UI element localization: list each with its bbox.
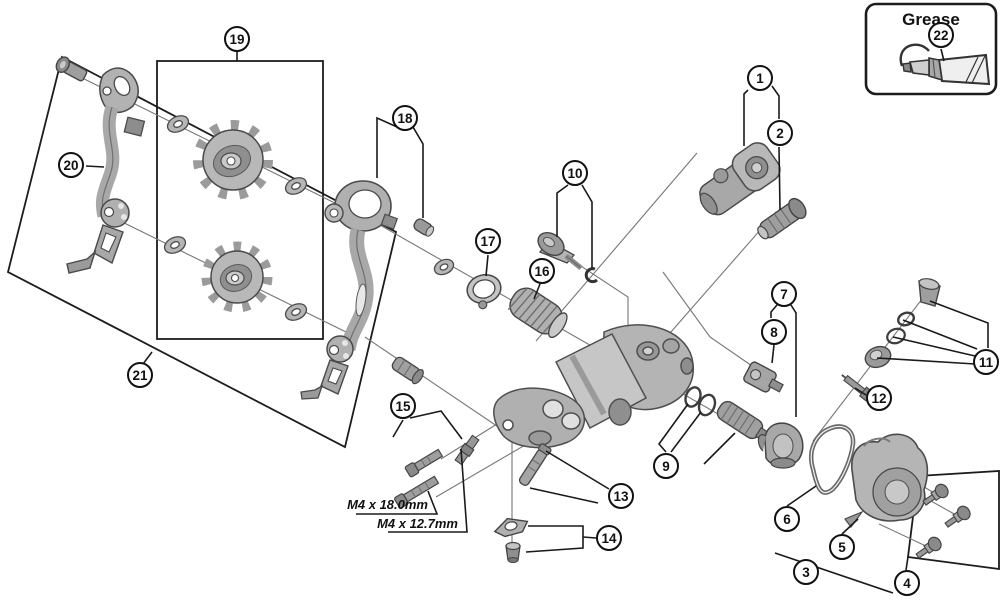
cover-screws [915, 483, 971, 559]
plate-washer [493, 517, 529, 538]
callout-15: 15 [390, 393, 416, 419]
cone-nut [505, 541, 521, 563]
inner-plate [300, 180, 399, 400]
main-body [493, 324, 694, 449]
e-ring [886, 327, 906, 345]
group-4-frame [906, 470, 1000, 571]
callout-9: 9 [653, 453, 679, 479]
mount-bolt-long [394, 475, 440, 509]
mount-bolt-short [404, 448, 444, 478]
pulley-washers [163, 115, 455, 321]
callout-20: 20 [58, 152, 84, 178]
callout-17: 17 [475, 228, 501, 254]
callout-6: 6 [774, 506, 800, 532]
callout-14: 14 [596, 525, 622, 551]
bracket-axle-unit [699, 142, 781, 216]
grease-tube-icon [899, 43, 991, 86]
callout-4: 4 [894, 570, 920, 596]
callout-2: 2 [767, 120, 793, 146]
callout-8: 8 [761, 319, 787, 345]
callout-3: 3 [793, 559, 819, 585]
tension-pulley [201, 241, 273, 313]
callout-5: 5 [829, 534, 855, 560]
o-ring-small [897, 311, 915, 327]
callout-21: 21 [127, 362, 153, 388]
bolt-length-label-18mm: M4 x 18.0mm [347, 497, 428, 512]
o-rings [684, 386, 717, 417]
callout-11: 11 [973, 349, 999, 375]
callout-13: 13 [608, 483, 634, 509]
callout-1: 1 [747, 65, 773, 91]
motor-cover-unit [844, 433, 929, 529]
tension-spring [507, 287, 568, 338]
grease-box-frame [864, 2, 998, 96]
adjust-plug-set [864, 278, 941, 369]
group-frames [6, 2, 1000, 571]
callout-22: 22 [928, 22, 954, 48]
leader-lines [85, 48, 989, 594]
cable-clip [584, 267, 598, 284]
callout-19: 19 [224, 26, 250, 52]
outer-plate [66, 67, 146, 274]
callout-18: 18 [392, 105, 418, 131]
bolt-length-label-12-7mm: M4 x 12.7mm [377, 516, 458, 531]
stopper-pin [518, 443, 552, 486]
stroke-adjust-unit [743, 361, 784, 393]
callout-7: 7 [771, 281, 797, 307]
bracket-axle-bolt [757, 197, 807, 240]
callout-10: 10 [562, 160, 588, 186]
callout-16: 16 [529, 258, 555, 284]
assembly-axes [61, 67, 957, 557]
group-19-frame [156, 60, 324, 340]
outer-plate-bolt [55, 56, 88, 82]
guide-pulley [193, 120, 273, 200]
clutch-cap [757, 422, 804, 469]
group-21-frame [6, 55, 398, 449]
stopper-ring [466, 274, 502, 310]
plate-axle-bolt [391, 356, 424, 385]
cable-fixing-bolt-unit [537, 231, 598, 284]
plate-bushing-pin [413, 218, 435, 237]
callout-12: 12 [866, 385, 892, 411]
double-stud [454, 434, 480, 466]
cover-gasket [809, 424, 856, 495]
